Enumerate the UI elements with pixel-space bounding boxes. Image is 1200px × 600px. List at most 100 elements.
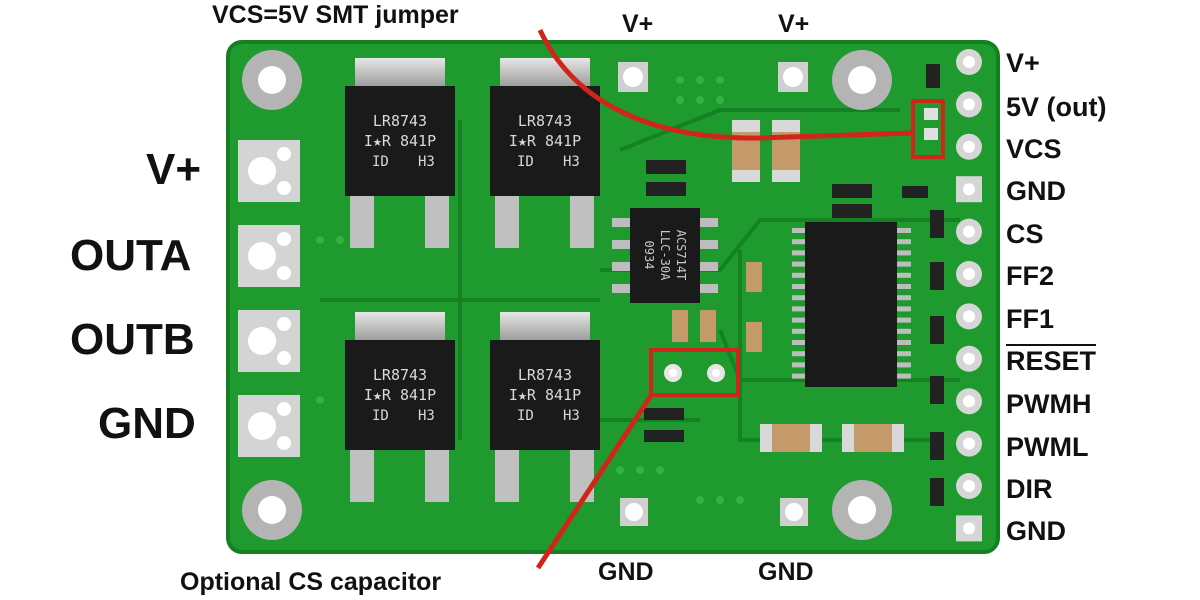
jumper-highlight-box bbox=[911, 99, 945, 159]
ic-lead bbox=[792, 261, 806, 267]
ic-lead bbox=[792, 351, 806, 357]
mosfet-3-marking-4: H3 bbox=[418, 408, 435, 424]
mosfet-3-marking-3: ID bbox=[372, 408, 389, 424]
header-pin-8 bbox=[956, 345, 982, 372]
header-pin-4 bbox=[956, 176, 982, 203]
mosfet-2-marking-2: I★R 841P bbox=[509, 132, 581, 150]
mounting-holes bbox=[242, 50, 892, 540]
ic-lead bbox=[792, 228, 806, 233]
mosfet-1: LR8743 I★R 841P ID H3 bbox=[345, 58, 455, 248]
ic-lead bbox=[897, 306, 911, 312]
header-pin-6 bbox=[956, 261, 982, 287]
left-label-outb: OUTB bbox=[70, 315, 195, 364]
mosfet-1-marking-2: I★R 841P bbox=[364, 132, 436, 150]
ic-lead bbox=[792, 328, 806, 334]
pin-label-gnd-1: GND bbox=[1006, 176, 1066, 206]
right-header-pins bbox=[956, 49, 982, 542]
pin-label-vcs: VCS bbox=[1006, 134, 1062, 164]
header-pin-5 bbox=[956, 218, 982, 245]
sensor-marking-2: LLC-30A bbox=[658, 230, 672, 281]
ic-lead bbox=[897, 295, 911, 301]
ic-lead bbox=[897, 250, 911, 256]
pin-label-vplus: V+ bbox=[1006, 48, 1040, 78]
sensor-marking-1: ACS714T bbox=[674, 230, 688, 281]
ic-lead bbox=[792, 250, 806, 256]
pin-label-ff2: FF2 bbox=[1006, 261, 1055, 291]
pin-label-pwmh: PWMH bbox=[1006, 389, 1092, 419]
cs-capacitor-pads bbox=[664, 364, 725, 382]
mosfet-2-marking-4: H3 bbox=[563, 154, 580, 170]
driver-ic bbox=[792, 222, 911, 387]
mosfet-2: LR8743 I★R 841P ID H3 bbox=[490, 58, 600, 248]
ic-lead bbox=[792, 284, 806, 289]
ic-lead bbox=[792, 362, 806, 368]
pin-label-gnd-2: GND bbox=[1006, 516, 1066, 546]
pin-label-ff1: FF1 bbox=[1006, 304, 1055, 334]
left-label-vplus: V+ bbox=[146, 145, 202, 194]
bottom-label-gnd-1: GND bbox=[598, 558, 654, 586]
header-pin-9 bbox=[956, 388, 982, 415]
ic-lead bbox=[897, 261, 911, 267]
capacitor-highlight-box bbox=[649, 348, 740, 397]
ic-lead bbox=[792, 373, 806, 379]
pin-label-5v-out: 5V (out) bbox=[1006, 92, 1107, 122]
capacitor-annotation: Optional CS capacitor bbox=[180, 568, 442, 596]
top-label-vplus-2: V+ bbox=[778, 10, 810, 38]
ic-lead bbox=[897, 272, 911, 278]
jumper-annotation: VCS=5V SMT jumper bbox=[212, 1, 459, 29]
ic-lead bbox=[897, 228, 911, 233]
pin-label-pwml: PWML bbox=[1006, 432, 1089, 462]
pin-label-dir: DIR bbox=[1006, 474, 1053, 504]
header-pin-7 bbox=[956, 303, 982, 330]
ic-lead bbox=[897, 340, 911, 345]
power-terminal-pads bbox=[238, 140, 300, 457]
ic-lead bbox=[897, 328, 911, 334]
mosfet-4-marking-4: H3 bbox=[563, 408, 580, 424]
mosfet-3-marking-2: I★R 841P bbox=[364, 386, 436, 404]
mosfet-1-marking-3: ID bbox=[372, 154, 389, 170]
mosfet-1-marking-4: H3 bbox=[418, 154, 435, 170]
ic-lead bbox=[792, 272, 806, 278]
resistor-column bbox=[930, 210, 944, 506]
ic-lead bbox=[897, 239, 911, 245]
sensor-marking-3: 0934 bbox=[642, 241, 656, 270]
smt-jumper-pads bbox=[924, 64, 940, 140]
ic-lead bbox=[792, 317, 806, 323]
header-pin-2 bbox=[956, 91, 982, 118]
mosfet-4-marking-2: I★R 841P bbox=[509, 386, 581, 404]
jumper-callout-line bbox=[537, 28, 914, 141]
ic-lead bbox=[792, 295, 806, 301]
header-pin-11 bbox=[956, 473, 982, 499]
pin-label-reset: RESET bbox=[1006, 346, 1097, 376]
header-pin-1 bbox=[956, 49, 982, 75]
mosfet-3-marking-1: LR8743 bbox=[373, 366, 427, 384]
left-label-gnd: GND bbox=[98, 399, 196, 448]
bottom-label-gnd-2: GND bbox=[758, 558, 814, 586]
top-label-vplus-1: V+ bbox=[622, 10, 654, 38]
bottom-ground-pads bbox=[620, 498, 808, 526]
pcb-vias bbox=[316, 76, 884, 524]
capacitor-callout-line bbox=[535, 392, 655, 570]
left-label-outa: OUTA bbox=[70, 231, 192, 280]
current-sensor-chip: ACS714T LLC-30A 0934 bbox=[612, 208, 718, 303]
ic-lead bbox=[792, 239, 806, 245]
mosfet-4: LR8743 I★R 841P ID H3 bbox=[490, 312, 600, 502]
ic-lead bbox=[897, 373, 911, 379]
mosfet-1-marking-1: LR8743 bbox=[373, 112, 427, 130]
smd-components bbox=[644, 120, 928, 452]
mosfet-4-marking-3: ID bbox=[517, 408, 534, 424]
pin-label-cs: CS bbox=[1006, 219, 1044, 249]
ic-lead bbox=[792, 340, 806, 345]
ic-lead bbox=[897, 362, 911, 368]
header-pin-10 bbox=[956, 430, 982, 457]
header-pin-12 bbox=[956, 515, 982, 542]
ic-lead bbox=[897, 317, 911, 323]
ic-lead bbox=[897, 351, 911, 357]
ic-lead bbox=[897, 284, 911, 289]
ic-lead bbox=[792, 306, 806, 312]
mosfet-3: LR8743 I★R 841P ID H3 bbox=[345, 312, 455, 502]
mosfet-2-marking-3: ID bbox=[517, 154, 534, 170]
mosfet-4-marking-1: LR8743 bbox=[518, 366, 572, 384]
